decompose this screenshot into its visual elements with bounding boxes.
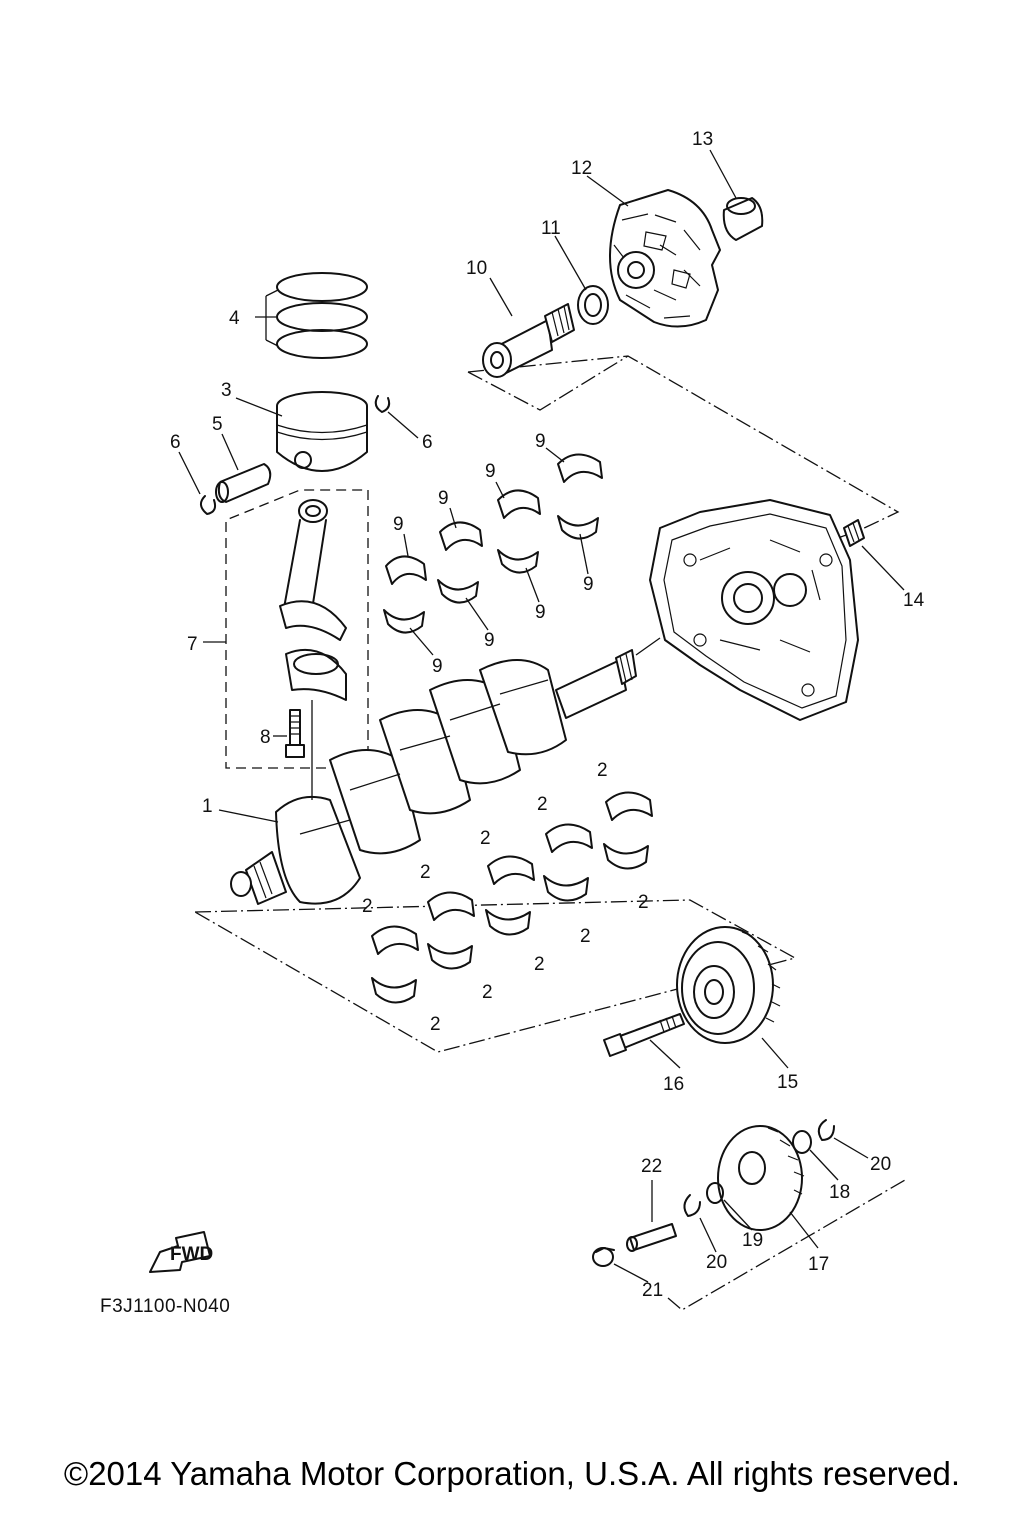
balancer-shaft (626, 1223, 677, 1252)
piston-pin (215, 463, 272, 503)
callout-2: 2 (362, 896, 373, 917)
fwd-label: FWD (170, 1244, 213, 1265)
callout-2: 2 (580, 926, 591, 947)
callout-11: 11 (541, 218, 561, 239)
callout-2: 2 (420, 862, 431, 883)
damper-spring (843, 519, 865, 547)
conrod-bearings (383, 453, 603, 634)
callout-4: 4 (229, 308, 240, 329)
circlip-20-upper (817, 1119, 835, 1141)
callout-7: 7 (187, 634, 198, 655)
callout-6: 6 (170, 432, 181, 453)
callout-9: 9 (438, 488, 449, 509)
piston-rings (255, 272, 368, 359)
oil-seal (577, 285, 609, 325)
callout-9: 9 (432, 656, 443, 677)
callout-3: 3 (221, 380, 232, 401)
callout-2: 2 (534, 954, 545, 975)
callout-2: 2 (638, 892, 649, 913)
callout-9: 9 (583, 574, 594, 595)
callout-9: 9 (535, 431, 546, 452)
bushing (592, 1247, 615, 1267)
callout-8: 8 (260, 727, 271, 748)
callout-5: 5 (212, 414, 223, 435)
callout-17: 17 (808, 1254, 829, 1275)
thrust-washer-18 (792, 1130, 812, 1154)
callout-9: 9 (485, 461, 496, 482)
callout-20: 20 (706, 1252, 727, 1273)
callout-2: 2 (430, 1014, 441, 1035)
callout-9: 9 (535, 602, 546, 623)
balancer-gear (717, 1125, 805, 1231)
callout-22: 22 (641, 1156, 662, 1177)
callout-18: 18 (829, 1182, 850, 1203)
piston (276, 391, 368, 472)
callout-19: 19 (742, 1230, 763, 1251)
callout-16: 16 (663, 1074, 684, 1095)
circlip-right (374, 395, 391, 413)
callout-2: 2 (482, 982, 493, 1003)
callout-2: 2 (480, 828, 491, 849)
callout-labels: 1 2 2 2 2 2 2 2 2 2 2 3 4 5 6 6 7 8 9 9 … (170, 129, 925, 1301)
callout-10: 10 (466, 258, 487, 279)
callout-13: 13 (692, 129, 713, 150)
coupler-housing (609, 189, 721, 328)
circlip-20-lower (683, 1194, 701, 1217)
washer-19 (706, 1182, 724, 1204)
callout-6: 6 (422, 432, 433, 453)
pulley-bolt (603, 1013, 685, 1057)
callout-12: 12 (571, 158, 592, 179)
crankshaft (230, 649, 637, 905)
coupler-cap (722, 197, 764, 241)
callout-2: 2 (597, 760, 608, 781)
callout-20: 20 (870, 1154, 891, 1175)
copyright-notice: ©2014 Yamaha Motor Corporation, U.S.A. A… (63, 1455, 961, 1492)
crank-pulley (676, 926, 781, 1044)
circlip-left (200, 495, 217, 515)
callout-9: 9 (484, 630, 495, 651)
callout-2: 2 (537, 794, 548, 815)
crankshaft-group-outline (194, 899, 797, 1053)
callout-14: 14 (903, 590, 925, 611)
callout-21: 21 (642, 1280, 663, 1301)
balancer-group-outline (667, 1179, 906, 1311)
connecting-rod (279, 499, 347, 701)
crankcase-cover (649, 499, 859, 721)
conrod-assembly-box (225, 489, 369, 769)
conrod-bolt (285, 709, 305, 758)
fwd-arrow-icon: FWD (149, 1231, 213, 1273)
main-bearings (371, 791, 653, 1004)
output-shaft-group-outline-b (467, 355, 629, 411)
leader-lines (178, 149, 905, 1283)
callout-15: 15 (777, 1072, 798, 1093)
drawing-code: F3J1100-N040 (100, 1296, 231, 1317)
output-shaft (482, 303, 575, 378)
callout-9: 9 (393, 514, 404, 535)
callout-1: 1 (202, 796, 213, 817)
